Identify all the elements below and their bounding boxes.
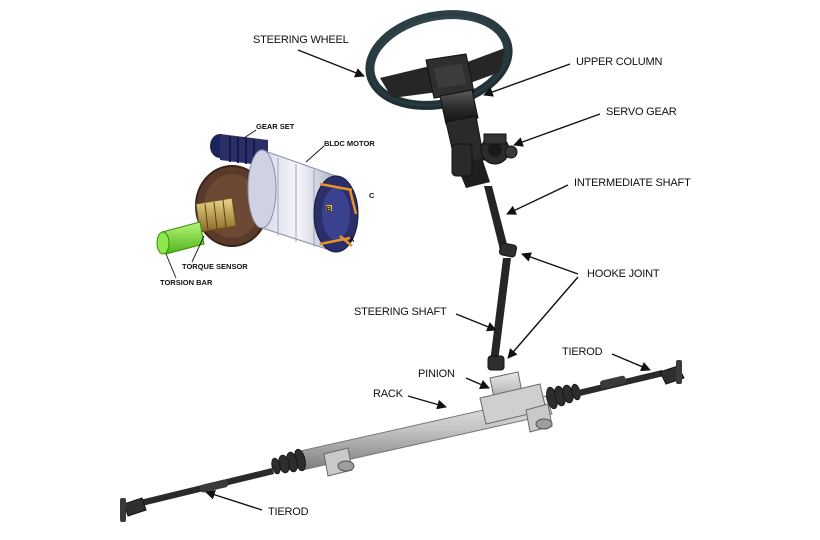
tierod-right: [578, 360, 685, 396]
motor-inset: [156, 134, 359, 255]
arrow-tierod-right: [611, 353, 651, 372]
label-gear-set: GEAR SET: [256, 122, 295, 131]
arrow-servo-gear: [513, 113, 601, 147]
servo-gear: [451, 133, 518, 177]
arrow-hooke-joint-upper: [521, 252, 579, 275]
rack-assembly: [271, 371, 581, 477]
steering-shaft: [487, 258, 511, 371]
label-tierod-right: TIEROD: [562, 346, 603, 358]
arrow-upper-column: [483, 63, 571, 97]
arrow-rack: [407, 395, 447, 410]
arrow-tierod-left: [205, 490, 263, 511]
label-torsion-bar: TORSION BAR: [160, 278, 213, 287]
inset-leaders: [165, 129, 325, 279]
label-servo-gear: SERVO GEAR: [606, 106, 677, 118]
arrow-steering-shaft: [455, 313, 497, 332]
steering-wheel: [365, 10, 513, 110]
label-phase-b: B: [326, 204, 332, 213]
arrow-intermediate-shaft: [506, 184, 569, 215]
label-tierod-left: TIEROD: [268, 506, 309, 518]
label-steering-wheel: STEERING WHEEL: [253, 34, 349, 46]
intermediate-shaft: [484, 186, 518, 258]
label-intermediate-shaft: INTERMEDIATE SHAFT: [574, 177, 691, 189]
arrow-steering-wheel: [297, 49, 365, 78]
label-torque-sensor: TORQUE SENSOR: [182, 262, 248, 271]
arrow-hooke-joint-lower: [507, 276, 579, 359]
arrow-pinion: [465, 377, 490, 389]
pointer-arrows: [205, 49, 651, 511]
label-phase-a: A: [349, 235, 355, 244]
label-rack: RACK: [373, 388, 403, 400]
tierod-left: [120, 468, 274, 522]
label-hooke-joint: HOOKE JOINT: [587, 268, 660, 280]
label-steering-shaft: STEERING SHAFT: [354, 306, 447, 318]
label-bldc-motor: BLDC MOTOR: [324, 139, 375, 148]
label-pinion: PINION: [418, 368, 455, 380]
label-upper-column: UPPER COLUMN: [576, 56, 663, 68]
label-phase-c: C: [369, 191, 375, 200]
